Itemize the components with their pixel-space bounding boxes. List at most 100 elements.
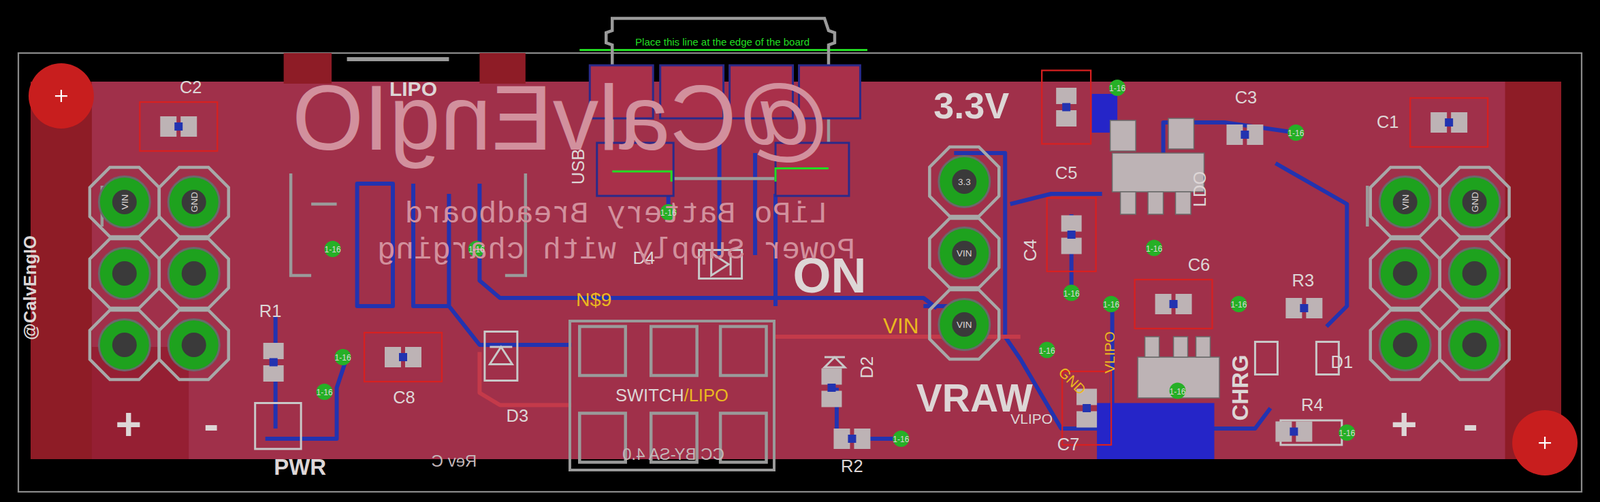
ic-pad [1147,192,1163,215]
label-anchor: 1-16 [1169,386,1187,397]
header-outline [1370,310,1440,380]
pad-center [1444,118,1453,127]
drill-hole [181,189,207,215]
pad-ring [1448,320,1500,372]
smd-pad [1275,422,1292,443]
label-anchor: USB [569,148,588,184]
pad [729,65,794,119]
switch-pad [720,326,766,376]
drill-hole [1393,189,1418,215]
via-layer-label: 1-16 [468,245,485,255]
header-pad [1440,310,1510,380]
label-anchor: 1-16 [1230,298,1247,310]
header-outline [1370,238,1440,309]
silkscreen-label: D3 [506,406,530,426]
copper-fill [1096,403,1214,461]
label-anchor: VLIPO [1102,331,1117,374]
header-pad [929,147,999,217]
label-anchor: 1-16 [334,352,352,363]
label-anchor: 1-16 [468,243,485,255]
pad-center [1067,230,1076,239]
header-pad [89,238,160,309]
pad-ring [168,320,220,372]
board-edge-guide [579,49,868,52]
smd-pad [1076,411,1097,429]
smd-pad [1226,124,1243,146]
smd-pad [1155,294,1172,315]
via-layer-label: 1-16 [324,245,342,255]
label-anchor: R1 [259,302,282,321]
smd-pad [833,428,850,450]
header-outline [159,238,229,309]
label-anchor: C8 [392,389,416,408]
silkscreen-label: + [115,398,143,450]
pad-center [827,384,836,393]
bottom-silkscreen-text: Rev C [431,452,478,471]
smd-part [1134,279,1213,329]
via-layer-label: 1-16 [660,208,677,218]
silkscreen-label: R3 [1292,270,1315,291]
label-anchor: VIN [883,315,920,338]
silkscreen-label: C5 [1055,163,1078,183]
label-anchor: CC BY-SA 4.0 [622,446,725,463]
silkscreen-label: GND [189,192,200,213]
label-anchor: 1-16 [1063,288,1080,299]
drill-hole [112,189,137,215]
header-outline [929,147,999,217]
pad [660,65,724,119]
via [1109,79,1126,96]
switch-outline: SWITCH/LIPO [568,320,776,473]
pad-center [1299,304,1308,313]
via [660,204,677,221]
label-anchor: PWR [273,455,327,478]
usb-edge-mark [612,168,829,183]
pad-ring [98,320,150,372]
switch-pad [650,413,697,463]
trace [413,183,449,307]
pad-ring [98,248,150,300]
silkscreen-label: D1 [1331,352,1354,372]
pad-ring [938,299,990,351]
pad-center [1289,428,1298,437]
label-anchor: VIN [119,194,131,211]
label-anchor: D4 [632,249,655,268]
pad-ring [168,177,220,229]
header-outline [1440,310,1510,380]
smd-pad [1246,124,1263,146]
silkscreen-label: LIPO [389,77,438,101]
via [1145,240,1163,257]
label-anchor: CHRG [1228,354,1251,421]
label-anchor: LiPo Battery Breadboard [405,199,828,231]
via [1038,342,1056,359]
silkscreen-label: LDO [1190,170,1210,207]
label-anchor: 1-16 [324,243,342,255]
label-anchor: + [1390,401,1418,447]
header-pad [1370,238,1440,309]
silkscreen-label: 3.3V [933,85,1010,126]
net-name: GND [1056,364,1090,398]
silkscreen-label: CHRG [1226,354,1253,421]
pad [597,142,674,197]
silkscreen-label: C2 [179,77,203,97]
usb-pads [589,65,860,197]
label-anchor: C2 [179,78,203,97]
trace [773,194,778,307]
via-layer-label: 1-16 [1102,300,1120,310]
generated-parts [89,70,1510,451]
via-layer-label: 1-16 [1230,300,1247,310]
label-anchor: N$9 [576,289,612,310]
via-layer-label: 1-16 [334,353,352,363]
smd-pad [1430,112,1447,133]
smd-pad [821,369,842,386]
pad-ring [1379,248,1431,300]
smd-pad [1285,298,1302,319]
led-pad [1254,342,1278,376]
pad-ring [168,248,220,300]
trace [479,183,937,309]
drill-hole [181,261,207,286]
pin-one-mark [1365,185,1369,227]
switch-pad [720,413,766,463]
bracket [290,173,312,276]
via [334,349,352,366]
part-outline [139,102,218,152]
